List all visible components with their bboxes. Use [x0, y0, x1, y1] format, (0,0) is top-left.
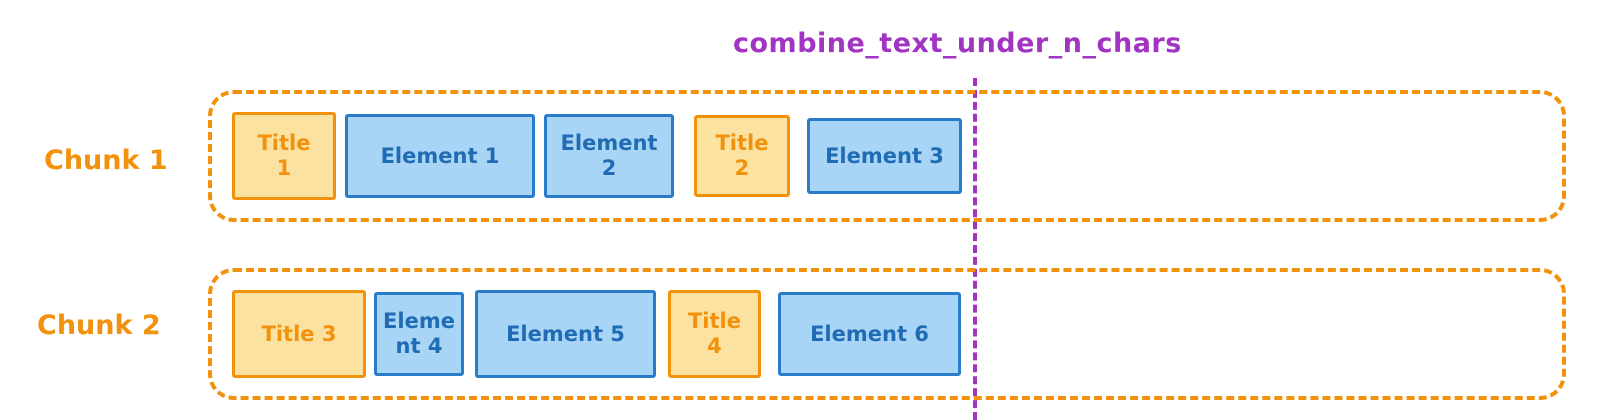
element-box[interactable]: Element 2 — [544, 114, 674, 198]
title-box[interactable]: Title 1 — [232, 112, 336, 200]
chunk-label-2: Chunk 2 — [37, 310, 161, 341]
title-box[interactable]: Title 2 — [694, 115, 790, 197]
element-box[interactable]: Element 3 — [807, 118, 962, 194]
title-box[interactable]: Title 4 — [668, 290, 761, 378]
element-box[interactable]: Element 6 — [778, 292, 961, 376]
combine-threshold-divider-line — [973, 78, 977, 420]
chunk-label-1: Chunk 1 — [44, 145, 168, 176]
page-title: combine_text_under_n_chars — [733, 28, 1182, 59]
element-box[interactable]: Element 1 — [345, 114, 535, 198]
title-box[interactable]: Title 3 — [232, 290, 366, 378]
element-box[interactable]: Eleme nt 4 — [374, 292, 464, 376]
element-box[interactable]: Element 5 — [475, 290, 656, 378]
